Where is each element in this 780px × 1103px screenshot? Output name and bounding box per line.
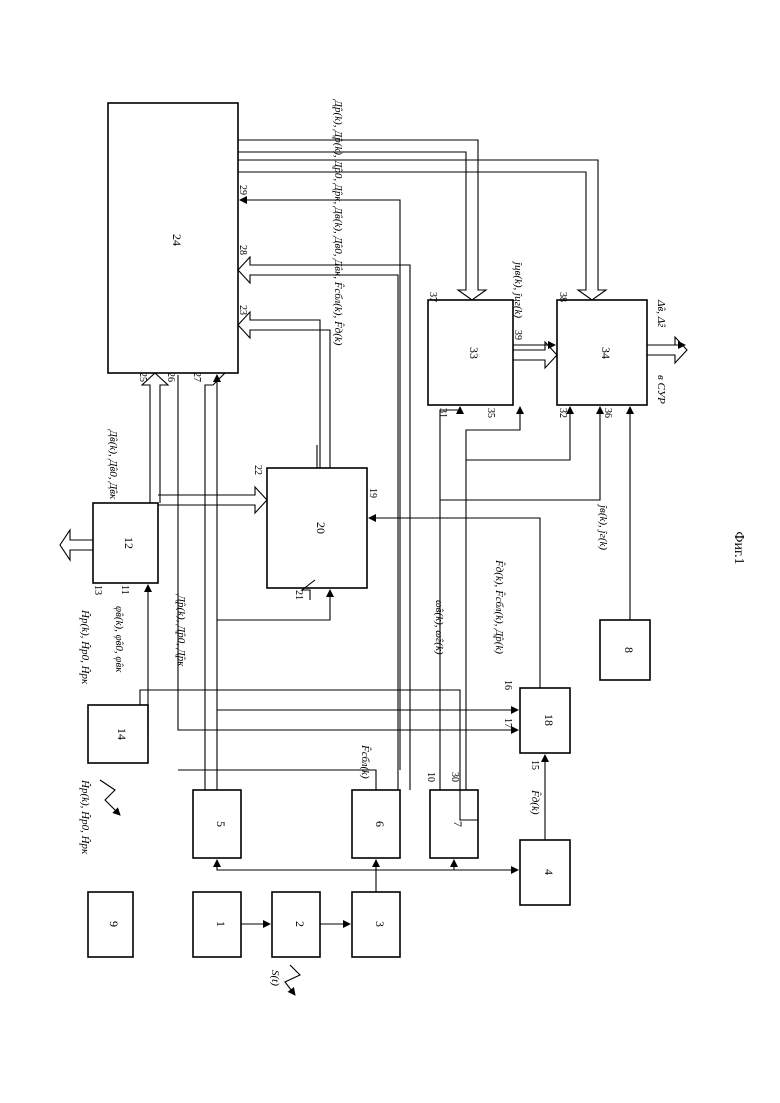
- link-5-20-p21: [217, 590, 330, 620]
- port-31: 31: [437, 408, 448, 418]
- port-11: 11: [119, 585, 130, 595]
- block-2-number: 2: [293, 921, 307, 927]
- block-8: 8: [600, 620, 650, 680]
- block-18: 18: [520, 688, 570, 753]
- block-18-number: 18: [542, 714, 556, 726]
- link-6-bus: [178, 770, 376, 790]
- signal-33-j: ĵцв(k), ĵцг(k): [512, 260, 524, 318]
- port-36: 36: [602, 408, 613, 418]
- block-3: 3: [352, 892, 400, 957]
- bus-33-34: [513, 342, 557, 368]
- signal-24-outputs: Д̂р(k), Д̂р(k), Д̂р0, Д̂рк, Д̂в(k), Д̂в0…: [332, 99, 345, 346]
- link-7-33-p31: [440, 407, 460, 790]
- bus-24-34: [238, 160, 606, 300]
- signal-14-h: Ĥр(k), Ĥр0, Ĥрк: [79, 609, 91, 685]
- signal-radio-h: Ĥр(k), Ĥр0, Ĥрк: [79, 779, 91, 855]
- figure-caption: Фиг.1: [731, 531, 746, 564]
- port-32: 32: [557, 408, 568, 418]
- port-16: 16: [502, 680, 513, 690]
- block-12-number: 12: [122, 537, 136, 549]
- block-9: 9: [88, 892, 133, 957]
- block-33: 33: [428, 300, 513, 405]
- signal-18-f: F̂д(k), F̂сбл(k), Д̂р(k): [493, 559, 506, 654]
- port-28: 28: [237, 245, 248, 255]
- port-25: 25: [137, 372, 148, 382]
- signal-6-f: F̂сбл(k): [359, 744, 372, 779]
- bus-5-24-stub: [205, 373, 225, 790]
- signal-to-sur: в СУР: [655, 375, 667, 404]
- signal-34-out: Δ̂в, Δ̂г: [655, 299, 667, 328]
- link-7-34-p32: [466, 407, 570, 460]
- link-3-5: [217, 860, 376, 870]
- block-3-number: 3: [373, 921, 387, 927]
- bus-12-20-p22: [158, 487, 267, 513]
- block-4-number: 4: [542, 869, 556, 875]
- bus-12-24-p25: [142, 373, 168, 503]
- port-37: 37: [427, 292, 438, 302]
- signal-14-phi: φ̂в(k), φ̂в0, φ̂вк: [113, 606, 125, 673]
- block-12: 12: [93, 503, 158, 583]
- port-23: 23: [237, 305, 248, 315]
- block-9-number: 9: [107, 921, 121, 927]
- bus-20-24-p23: [238, 312, 330, 468]
- port-17: 17: [502, 718, 513, 728]
- block-4: 4: [520, 840, 570, 905]
- block-8-number: 8: [622, 647, 636, 653]
- block-5: 5: [193, 790, 241, 858]
- block-20-number: 20: [314, 522, 328, 534]
- block-6: 6: [352, 790, 400, 858]
- port-15: 15: [529, 760, 540, 770]
- block-7-number: 7: [451, 821, 465, 827]
- block-7: 7: [430, 790, 478, 858]
- port-35: 35: [485, 408, 496, 418]
- block-14: 14: [88, 705, 148, 763]
- port-10: 10: [425, 772, 436, 782]
- signal-7-omega: ω̂в(k), ω̂г(k): [433, 600, 445, 655]
- block-2: 2: [272, 892, 320, 957]
- port-30: 30: [449, 772, 460, 782]
- block-34: 34: [557, 300, 647, 405]
- antenna-link-icon: [285, 965, 300, 995]
- block-1: 1: [193, 892, 241, 957]
- radio-link-icon: [100, 780, 120, 815]
- block-14-number: 14: [115, 728, 129, 740]
- port-13: 13: [92, 585, 103, 595]
- block-5-number: 5: [214, 821, 228, 827]
- signal-4-f: F̂д(k): [529, 789, 542, 815]
- block-33-number: 33: [467, 347, 481, 359]
- block-20: 20: [267, 468, 367, 588]
- port-38: 38: [557, 292, 568, 302]
- link-7-33-p35: [466, 407, 520, 790]
- block-24: 24: [108, 103, 238, 373]
- signal-8-j: ĵв(k), ĵг(k): [597, 503, 609, 550]
- block-24-number: 24: [170, 234, 184, 246]
- port-27: 27: [191, 372, 202, 382]
- port-26: 26: [165, 372, 176, 382]
- signal-bus-d: Д̂р(k), Д̂р0, Д̂рк: [175, 594, 187, 667]
- port-21: 21: [293, 590, 304, 600]
- bus-24-33: [238, 140, 486, 300]
- port-19: 19: [367, 488, 378, 498]
- block-1-number: 1: [214, 921, 228, 927]
- link-3-7: [376, 860, 454, 870]
- bus-34-sur: [647, 337, 687, 363]
- block-6-number: 6: [373, 821, 387, 827]
- signal-s-t: S(t): [269, 970, 281, 986]
- bus-12-out: [60, 530, 93, 560]
- port-22: 22: [252, 465, 263, 475]
- port-39: 39: [512, 330, 523, 340]
- port-29: 29: [237, 185, 248, 195]
- link-18-20-p19: [369, 518, 540, 688]
- block-34-number: 34: [599, 347, 613, 359]
- signal-12-d: Д̂в(k), Д̂в0, Д̂вк: [107, 429, 119, 500]
